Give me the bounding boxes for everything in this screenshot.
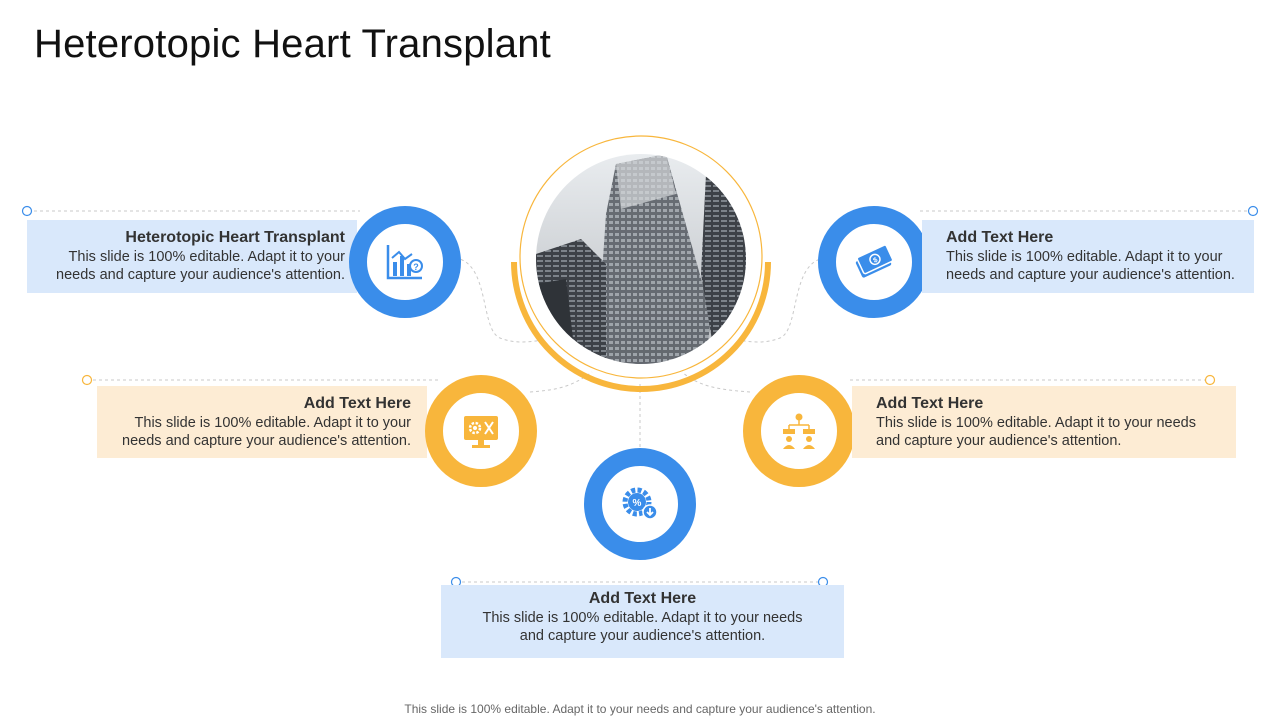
svg-text:?: ? [413, 262, 419, 272]
item-3-box: Add Text Here This slide is 100% editabl… [97, 386, 427, 458]
svg-text:%: % [633, 498, 642, 509]
svg-text:$: $ [872, 257, 879, 265]
item-5-box: Add Text Here This slide is 100% editabl… [441, 585, 844, 658]
item-5-heading: Add Text Here [588, 590, 697, 607]
slide-title: Heterotopic Heart Transplant [34, 22, 551, 66]
item-3-heading: Add Text Here [303, 395, 411, 412]
money-icon: $ [855, 244, 894, 278]
item-4-ring [743, 375, 855, 487]
skyscraper-photo [536, 154, 746, 364]
team-hierarchy-icon [783, 413, 815, 449]
item-4-heading: Add Text Here [876, 395, 984, 412]
chart-question-icon: ? [386, 245, 423, 280]
item-4-text: This slide is 100% editable. Adapt it to… [876, 415, 1196, 449]
gear-percent-icon: % [622, 487, 658, 520]
item-5-ring: % [584, 448, 696, 560]
item-3-ring [425, 375, 537, 487]
item-4-box: Add Text Here This slide is 100% editabl… [852, 386, 1236, 458]
item-1-heading: Heterotopic Heart Transplant [125, 229, 345, 246]
item-1-box: Heterotopic Heart Transplant This slide … [27, 220, 357, 293]
item-2-text: This slide is 100% editable. Adapt it to… [946, 249, 1235, 283]
item-2-heading: Add Text Here [946, 229, 1054, 246]
item-5-text: This slide is 100% editable. Adapt it to… [482, 610, 803, 644]
item-2-ring: $ [818, 206, 930, 318]
item-3-text: This slide is 100% editable. Adapt it to… [122, 415, 411, 449]
item-2-box: Add Text Here This slide is 100% editabl… [922, 220, 1254, 293]
item-1-text: This slide is 100% editable. Adapt it to… [56, 249, 345, 283]
footer-note: This slide is 100% editable. Adapt it to… [404, 702, 876, 716]
item-1-ring: ? [349, 206, 461, 318]
monitor-settings-icon [464, 416, 498, 448]
